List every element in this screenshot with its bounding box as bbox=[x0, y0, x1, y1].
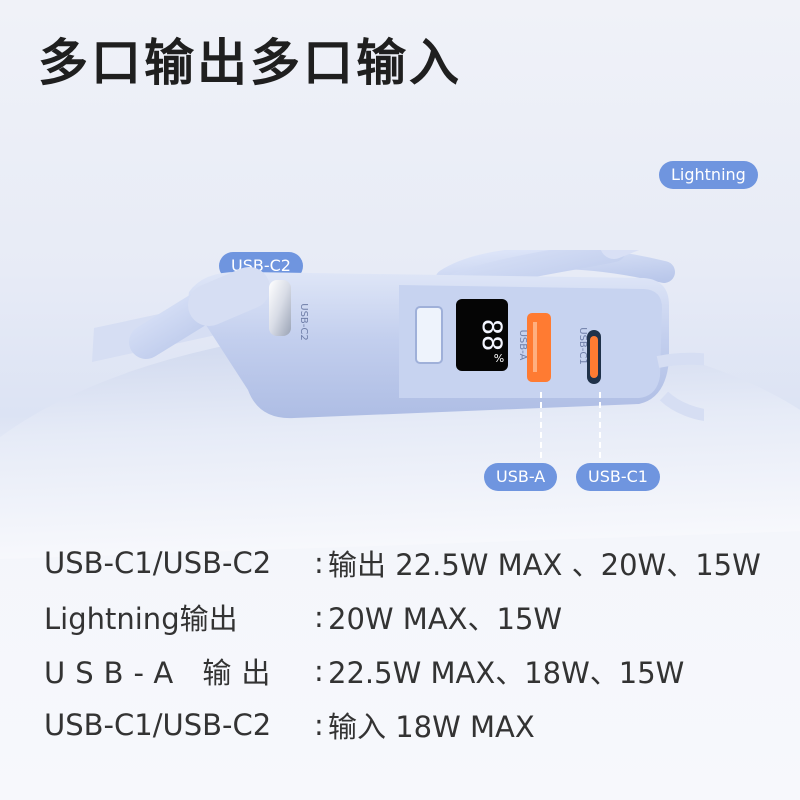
usb-a-callout: USB-A bbox=[484, 463, 558, 491]
usb-a-port-contacts bbox=[533, 322, 537, 372]
power-bank-svg: 88 % USB-A USB-C1 USB-C2 bbox=[92, 250, 704, 421]
spec-row: Lightning输出 : 20W MAX、15W bbox=[44, 597, 562, 637]
spec-label: USB-C1/USB-C2 bbox=[44, 546, 272, 580]
spec-label: Lightning输出 bbox=[44, 602, 238, 636]
display-text: 88 bbox=[476, 319, 507, 352]
lightning-callout: Lightning bbox=[659, 161, 758, 189]
spec-value: 22.5W MAX、18W、15W bbox=[328, 656, 685, 690]
spec-label: USB-A 输出 bbox=[44, 656, 281, 690]
spec-colon: : bbox=[314, 654, 324, 688]
spec-colon: : bbox=[314, 708, 324, 742]
spec-label: USB-C1/USB-C2 bbox=[44, 708, 272, 742]
power-bank-illustration: 88 % USB-A USB-C1 USB-C2 bbox=[54, 250, 704, 460]
spec-row: USB-C1/USB-C2 : 输入 18W MAX bbox=[44, 705, 535, 745]
headline: 多口输出多口输入 bbox=[38, 34, 462, 92]
usb-a-port bbox=[527, 313, 551, 382]
usb-c1-callout-line bbox=[599, 392, 601, 458]
spec-value: 输入 18W MAX bbox=[328, 710, 535, 744]
right-cable-loop bbox=[656, 352, 704, 421]
spec-value: 20W MAX、15W bbox=[328, 602, 563, 636]
display-unit: % bbox=[494, 352, 504, 365]
usb-c1-callout: USB-C1 bbox=[576, 463, 660, 491]
usb-c2-connector bbox=[269, 280, 291, 336]
usb-a-callout-line bbox=[540, 392, 542, 458]
spec-colon: : bbox=[314, 546, 324, 580]
spec-value: 输出 22.5W MAX 、20W、15W bbox=[328, 548, 761, 582]
spec-colon: : bbox=[314, 600, 324, 634]
usb-c2-port-label: USB-C2 bbox=[298, 303, 309, 340]
spec-row: USB-C1/USB-C2 : 输出 22.5W MAX 、20W、15W bbox=[44, 543, 761, 583]
battery-display bbox=[456, 299, 508, 371]
usb-a-port-label: USB-A bbox=[517, 330, 528, 361]
usb-c1-port-accent bbox=[590, 336, 598, 378]
side-button bbox=[415, 306, 443, 364]
usb-c1-port-label: USB-C1 bbox=[577, 327, 588, 364]
usb-c2-cable-boot bbox=[188, 267, 270, 326]
spec-row: USB-A 输出 : 22.5W MAX、18W、15W bbox=[44, 651, 684, 691]
